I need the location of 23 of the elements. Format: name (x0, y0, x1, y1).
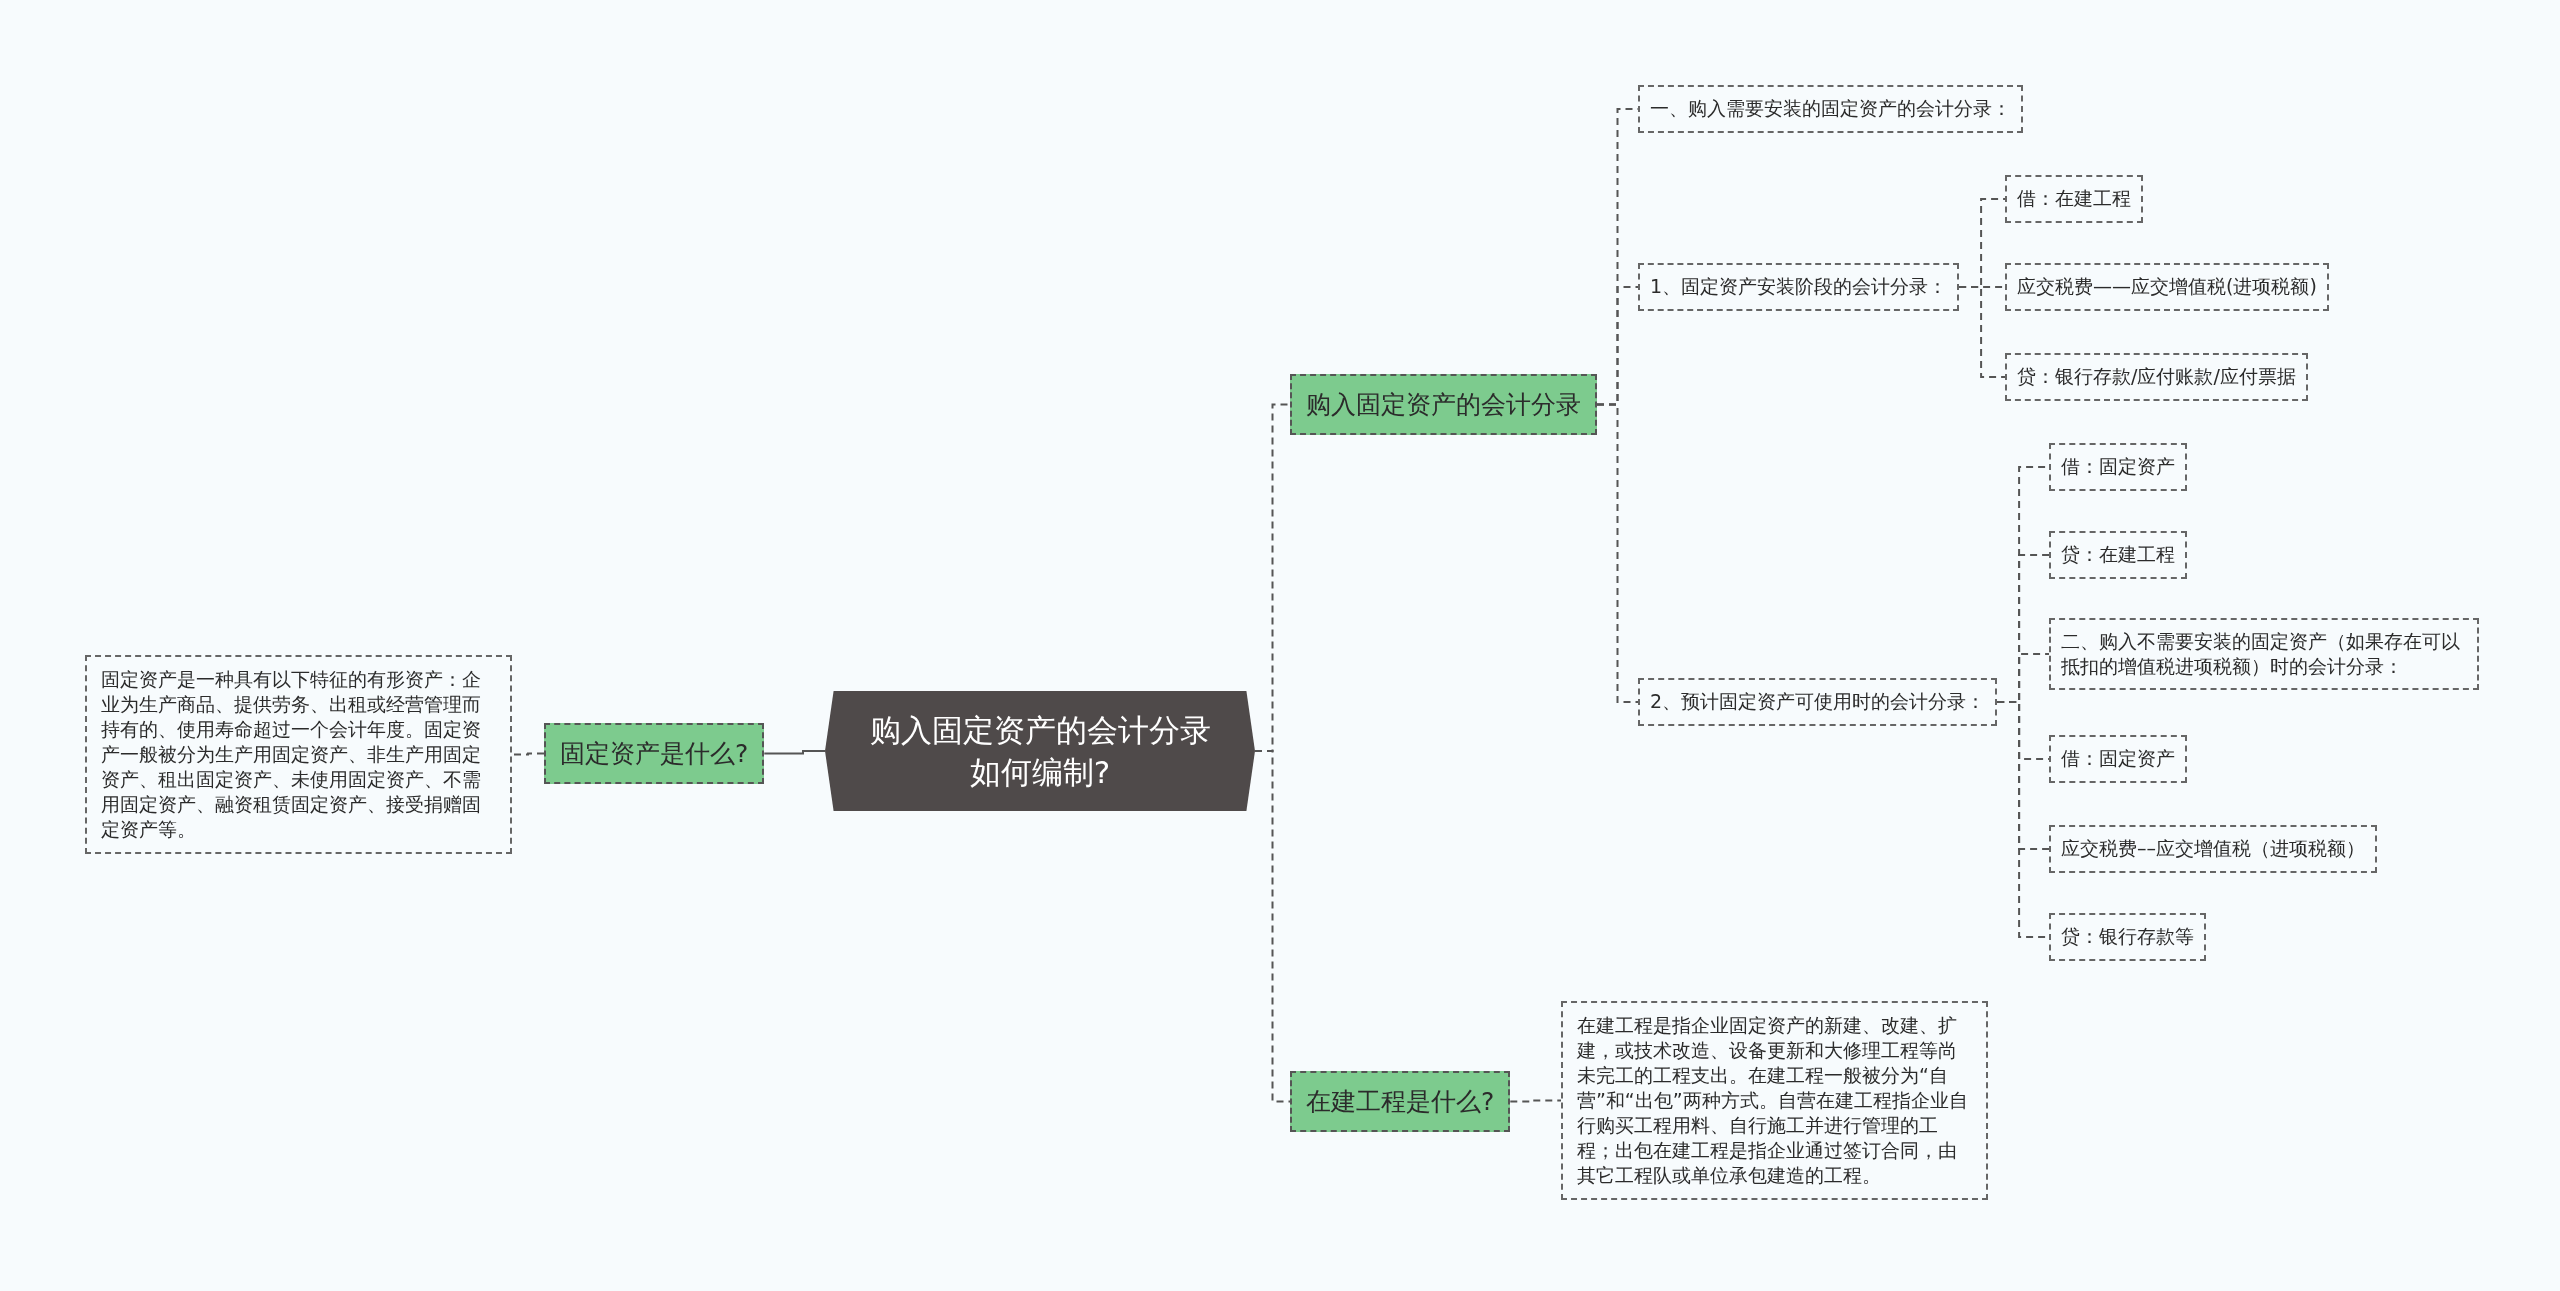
connector-line (1509, 1099, 1562, 1103)
topic-box: 购入固定资产的会计分录 (1290, 374, 1597, 435)
subtopic-box: 贷：银行存款/应付账款/应付票据 (2005, 353, 2308, 401)
subtopic-box: 借：固定资产 (2049, 735, 2187, 783)
topic-box: 固定资产是什么? (544, 723, 765, 784)
subtopic-box: 贷：在建工程 (2049, 531, 2187, 579)
topic-box: 在建工程是什么? (1290, 1071, 1511, 1132)
subtopic-box: 2、预计固定资产可使用时的会计分录： (1638, 678, 1998, 726)
subtopic-box: 借：固定资产 (2049, 443, 2187, 491)
subtopic-box: 应交税费——应交增值税(进项税额) (2005, 263, 2329, 311)
subtopic-box: 贷：银行存款等 (2049, 913, 2206, 961)
note-box: 在建工程是指企业固定资产的新建、改建、扩建，或技术改造、设备更新和大修理工程等尚未完工的工程支出。在建工程一般被分为“自营”和“出包”两种方式。自营在建工程指企业自行购买工程用料、自行施工并进行管理的工程；出包在建工程是指企业通过签订合同，由其它工程队或单位承包建造的工程。 (1561, 1001, 1988, 1200)
central-topic: 购入固定资产的会计分录如何编制? (825, 691, 1255, 811)
subtopic-box: 应交税费––应交增值税（进项税额） (2049, 825, 2377, 873)
subtopic-box: 借：在建工程 (2005, 175, 2143, 223)
connector-line (763, 750, 826, 755)
subtopic-box: 一、购入需要安装的固定资产的会计分录： (1638, 85, 2023, 133)
note-box: 固定资产是一种具有以下特征的有形资产：企业为生产商品、提供劳务、出租或经营管理而持有的、使用寿命超过一个会计年度。固定资产一般被分为生产用固定资产、非生产用固定资产、租出固定资产、未使用固定资产、不需用固定资产、融资租赁固定资产、接受捐赠固定资产等。 (85, 655, 512, 854)
subtopic-box: 1、固定资产安装阶段的会计分录： (1638, 263, 1960, 311)
connector-line (1596, 403, 1639, 703)
subtopic-box: 二、购入不需要安装的固定资产（如果存在可以抵扣的增值税进项税额）时的会计分录： (2049, 618, 2479, 690)
connector-line (511, 752, 545, 756)
connector-line (1958, 286, 2006, 378)
